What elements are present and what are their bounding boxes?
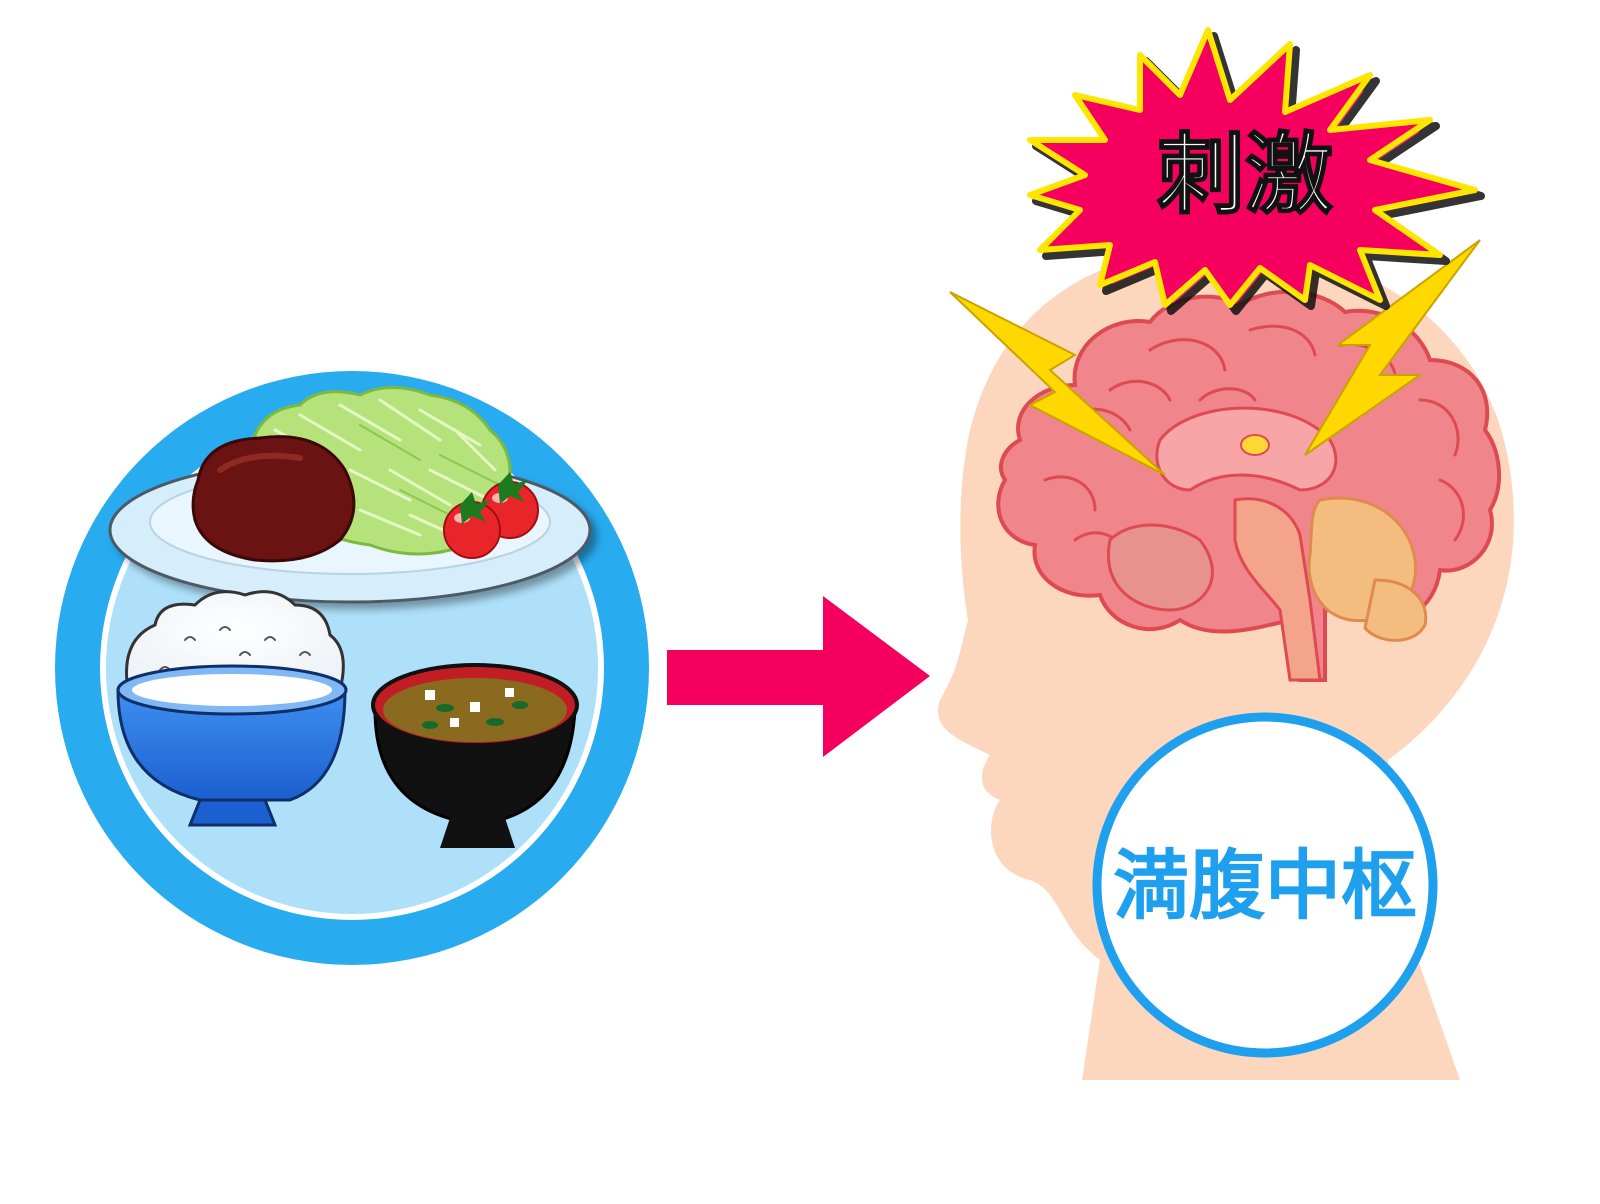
satiety-center-badge: 満腹中枢 bbox=[1092, 712, 1438, 1058]
meal-set-icon bbox=[55, 371, 649, 965]
right-arrow-icon bbox=[667, 596, 930, 757]
miso-soup-icon bbox=[371, 663, 579, 848]
lightning-bolt-icon bbox=[949, 239, 1481, 476]
stimulus-label: 刺激 bbox=[1157, 123, 1333, 226]
hamburg-steak-icon bbox=[191, 435, 356, 563]
satiety-center-label: 満腹中枢 bbox=[1113, 841, 1417, 930]
cherry-tomato-icon bbox=[443, 472, 539, 559]
rice-bowl-icon bbox=[116, 590, 348, 827]
starburst-icon: 刺激 bbox=[1027, 27, 1485, 315]
